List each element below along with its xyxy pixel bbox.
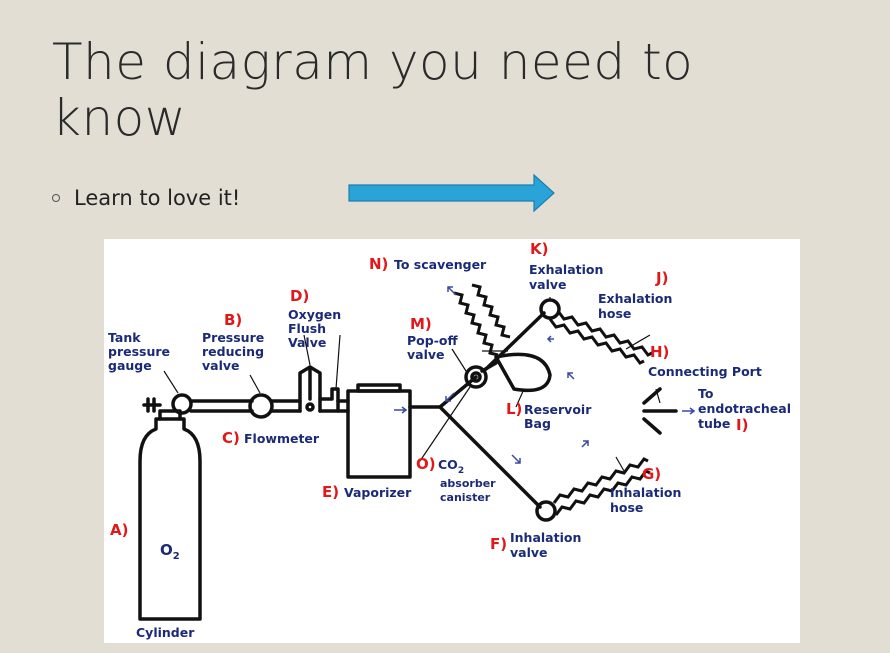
label-prv-1: Pressure [202, 330, 264, 345]
slide-title: The diagram you need to know [52, 34, 852, 146]
bullet-item: Learn to love it! [52, 186, 240, 210]
label-exh-hose-1: Exhalation [598, 291, 672, 306]
label-co2: CO2 [438, 457, 464, 476]
letter-F: F) [490, 535, 507, 553]
bullet-text: Learn to love it! [74, 186, 241, 210]
label-inh-hose-2: hose [610, 500, 643, 515]
flow-arrows [394, 286, 696, 464]
flow-arrow-6 [567, 372, 575, 380]
letter-G: G) [642, 465, 661, 483]
flow-arrow-3 [511, 454, 521, 464]
leader-lines [163, 297, 661, 472]
right-arrow-shape [348, 173, 555, 213]
label-inh-valve-2: valve [510, 545, 548, 560]
circuit-upper-left [484, 311, 546, 371]
flow-arrow-5 [581, 440, 589, 448]
label-vaporizer: Vaporizer [344, 485, 412, 500]
letter-H: H) [650, 343, 669, 361]
label-o2: O2 [160, 541, 180, 562]
labels: N) To scavenger K) Exhalation valve J) E… [108, 240, 791, 640]
letter-O: O) [416, 455, 436, 473]
label-exh-hose-2: hose [598, 306, 631, 321]
bag-connector [480, 361, 498, 373]
label-exh-valve-1: Exhalation [529, 262, 603, 277]
inhalation-hose-lower [554, 469, 651, 516]
letter-N: N) [369, 255, 388, 273]
flow-arrow-8 [682, 407, 696, 415]
label-absorber-1: absorber [440, 477, 496, 490]
title-line-2: know [52, 89, 187, 147]
bullet-dot-icon [52, 194, 60, 202]
diagram-canvas: N) To scavenger K) Exhalation valve J) E… [108, 240, 791, 640]
label-inh-hose-1: Inhalation [610, 485, 681, 500]
cylinder-body [138, 417, 202, 621]
title-line-1: The diagram you need to [52, 33, 694, 91]
pressure-reducing-valve [248, 393, 274, 419]
label-popoff-2: valve [407, 347, 445, 362]
label-flowmeter: Flowmeter [244, 431, 320, 446]
connecting-port [642, 387, 678, 435]
label-tank-1: Tank [108, 330, 141, 345]
label-prv-2: reducing [202, 344, 264, 359]
label-oxy-3: Valve [288, 335, 326, 350]
scavenger-hose [453, 291, 499, 357]
label-tank-3: gauge [108, 358, 152, 373]
letter-E: E) [322, 483, 339, 501]
label-to: To [698, 386, 714, 401]
circuit-diamond-left-upper [438, 375, 478, 409]
cylinder-neck [158, 409, 182, 421]
label-absorber-2: canister [440, 491, 491, 504]
flow-arrow-4 [447, 286, 457, 296]
label-inh-valve-1: Inhalation [510, 530, 581, 545]
flow-arrow-7 [546, 335, 554, 343]
label-endo-2: tube [698, 416, 730, 431]
label-cylinder: Cylinder [136, 625, 195, 640]
tank-valve [142, 397, 162, 413]
flow-arrow-2 [445, 392, 455, 402]
label-endo-1: endotracheal [698, 401, 791, 416]
letter-J: J) [655, 269, 668, 287]
letter-D: D) [290, 287, 309, 305]
label-conn-port: Connecting Port [648, 364, 762, 379]
label-tank-2: pressure [108, 344, 170, 359]
label-popoff-1: Pop-off [407, 333, 458, 348]
popoff-valve-circle [464, 365, 488, 389]
label-reservoir-1: Reservoir [524, 402, 592, 417]
inhalation-hose-upper [552, 457, 649, 504]
oxygen-flush [318, 387, 340, 413]
letter-K: K) [530, 240, 548, 258]
label-scavenger: To scavenger [394, 257, 487, 272]
vaporizer-box [346, 389, 412, 479]
reservoir-bag [494, 352, 552, 393]
letter-C: C) [222, 429, 240, 447]
letter-L: L) [506, 400, 522, 418]
tank-gauge [171, 393, 193, 415]
exhalation-valve [539, 298, 561, 320]
label-reservoir-2: Bag [524, 416, 551, 431]
exhalation-hose-lower [548, 318, 645, 365]
inhalation-valve [535, 500, 557, 522]
flow-arrow-1 [394, 406, 408, 414]
label-prv-3: valve [202, 358, 240, 373]
label-oxy-1: Oxygen [288, 307, 341, 322]
hoses [453, 283, 653, 516]
letter-I: I) [736, 416, 748, 434]
letter-B: B) [224, 311, 242, 329]
supply-line-2 [270, 399, 302, 413]
anesthesia-circuit-diagram: N) To scavenger K) Exhalation valve J) E… [104, 239, 800, 643]
circuit-diamond-left-lower [438, 405, 542, 509]
exhalation-hose-upper [556, 310, 653, 357]
label-oxy-2: Flush [288, 321, 326, 336]
label-exh-valve-2: valve [529, 277, 567, 292]
letter-A: A) [110, 521, 128, 539]
scavenger-hose-2 [471, 283, 511, 339]
letter-M: M) [410, 315, 432, 333]
